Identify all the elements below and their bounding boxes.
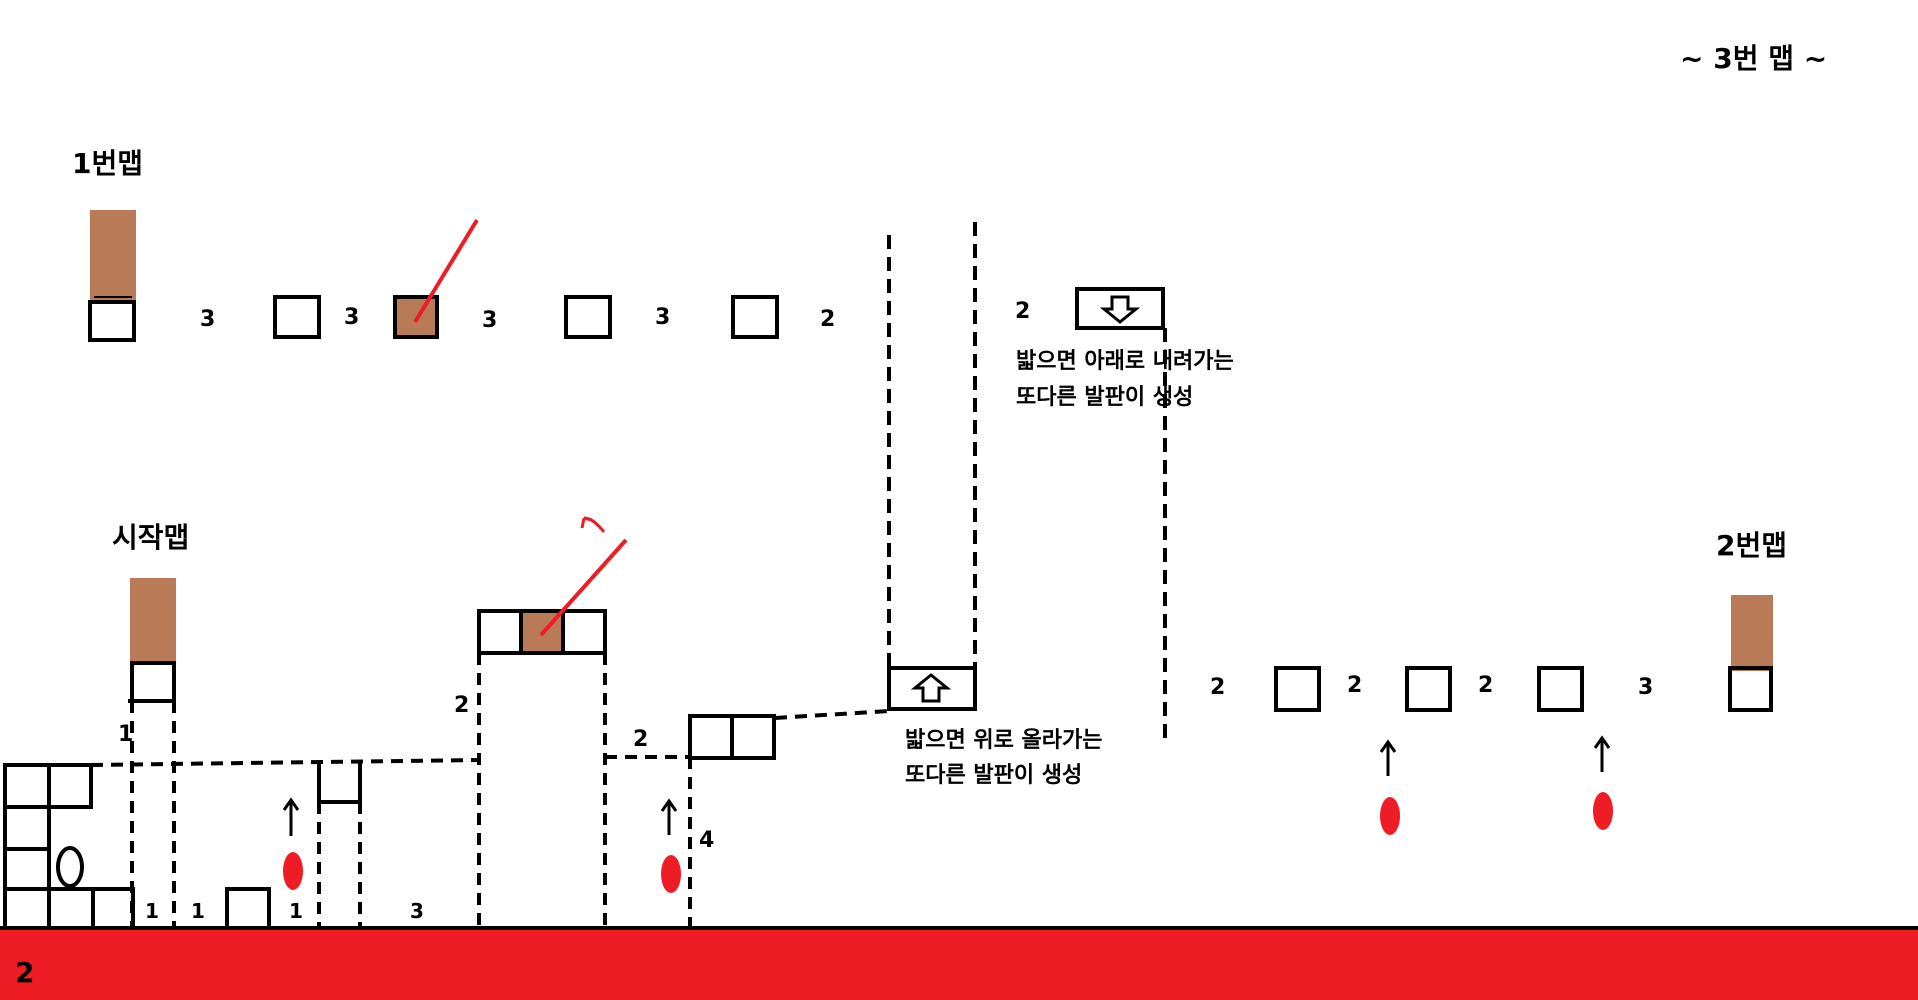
red-enemy — [661, 855, 681, 893]
red-slash-mark — [413, 218, 479, 324]
gap-label: 2 — [820, 307, 835, 332]
map3-title: ~ 3번 맵 ~ — [1680, 42, 1827, 75]
platform-block — [731, 295, 779, 339]
red-enemy — [283, 852, 303, 890]
red-arrow-mark — [580, 516, 606, 533]
gap-label: 2 — [1478, 673, 1493, 698]
gap-label: 3 — [344, 305, 359, 330]
map1-title: 1번맵 — [72, 147, 143, 180]
platform-block — [730, 714, 776, 760]
gap-label: 3 — [410, 899, 424, 923]
arrow-up-icon — [282, 797, 300, 811]
gap-label: 1 — [118, 722, 133, 747]
to-elevator-dashed — [774, 709, 890, 720]
arrow-up-icon — [1593, 735, 1611, 749]
gap-label: 3 — [200, 307, 215, 332]
ground-block — [225, 887, 271, 930]
up-platform — [887, 666, 977, 711]
red-slash-mark — [539, 538, 628, 637]
start-map-title: 시작맵 — [112, 521, 189, 554]
breakable-block — [393, 295, 439, 339]
up-note-line2: 또다른 발판이 생성 — [905, 763, 1082, 788]
up-arrow-icon — [910, 673, 952, 703]
floor-label: 2 — [15, 956, 34, 989]
red-enemy — [1380, 797, 1400, 835]
start-block — [130, 661, 176, 703]
down-platform — [1075, 287, 1165, 330]
tower-block-left — [477, 609, 523, 655]
ring-item — [56, 846, 84, 888]
up-note-line1: 밟으면 위로 올라가는 — [905, 728, 1102, 753]
down-note-line1: 밟으면 아래로 내려가는 — [1016, 349, 1234, 374]
gap-label: 2 — [633, 727, 648, 752]
down-arrow-icon — [1099, 295, 1141, 324]
gap-label: 2 — [454, 693, 469, 718]
hanging-block — [317, 762, 362, 804]
map1-start-block — [88, 300, 136, 342]
gap-label: 2 — [1210, 675, 1225, 700]
gap-label: 2 — [1347, 673, 1362, 698]
gap-label: 1 — [191, 899, 205, 923]
map2-start-block — [1728, 666, 1773, 712]
upper-dashed-path — [90, 758, 479, 767]
map2-door — [1731, 595, 1773, 671]
lava-floor — [0, 930, 1918, 1000]
platform-block — [564, 295, 612, 339]
platform-block — [1274, 666, 1321, 712]
map2-title: 2번맵 — [1716, 529, 1787, 562]
platform-block — [1405, 666, 1452, 712]
gap-label: 2 — [1015, 299, 1030, 324]
gap-label: 3 — [1638, 675, 1653, 700]
gap-label: 1 — [145, 899, 159, 923]
gap-label: 3 — [655, 305, 670, 330]
tower-block-right — [561, 609, 607, 655]
red-enemy — [1593, 792, 1613, 830]
gap-label: 1 — [289, 899, 303, 923]
gap-label: 3 — [482, 308, 497, 333]
map1-door — [90, 210, 136, 302]
arrow-up-icon — [1379, 739, 1397, 753]
arrow-up-icon — [660, 798, 678, 812]
start-door — [130, 578, 176, 663]
platform-block — [273, 295, 321, 339]
platform-block — [1537, 666, 1584, 712]
platform-block — [688, 714, 734, 760]
gap-label: 4 — [699, 828, 714, 853]
